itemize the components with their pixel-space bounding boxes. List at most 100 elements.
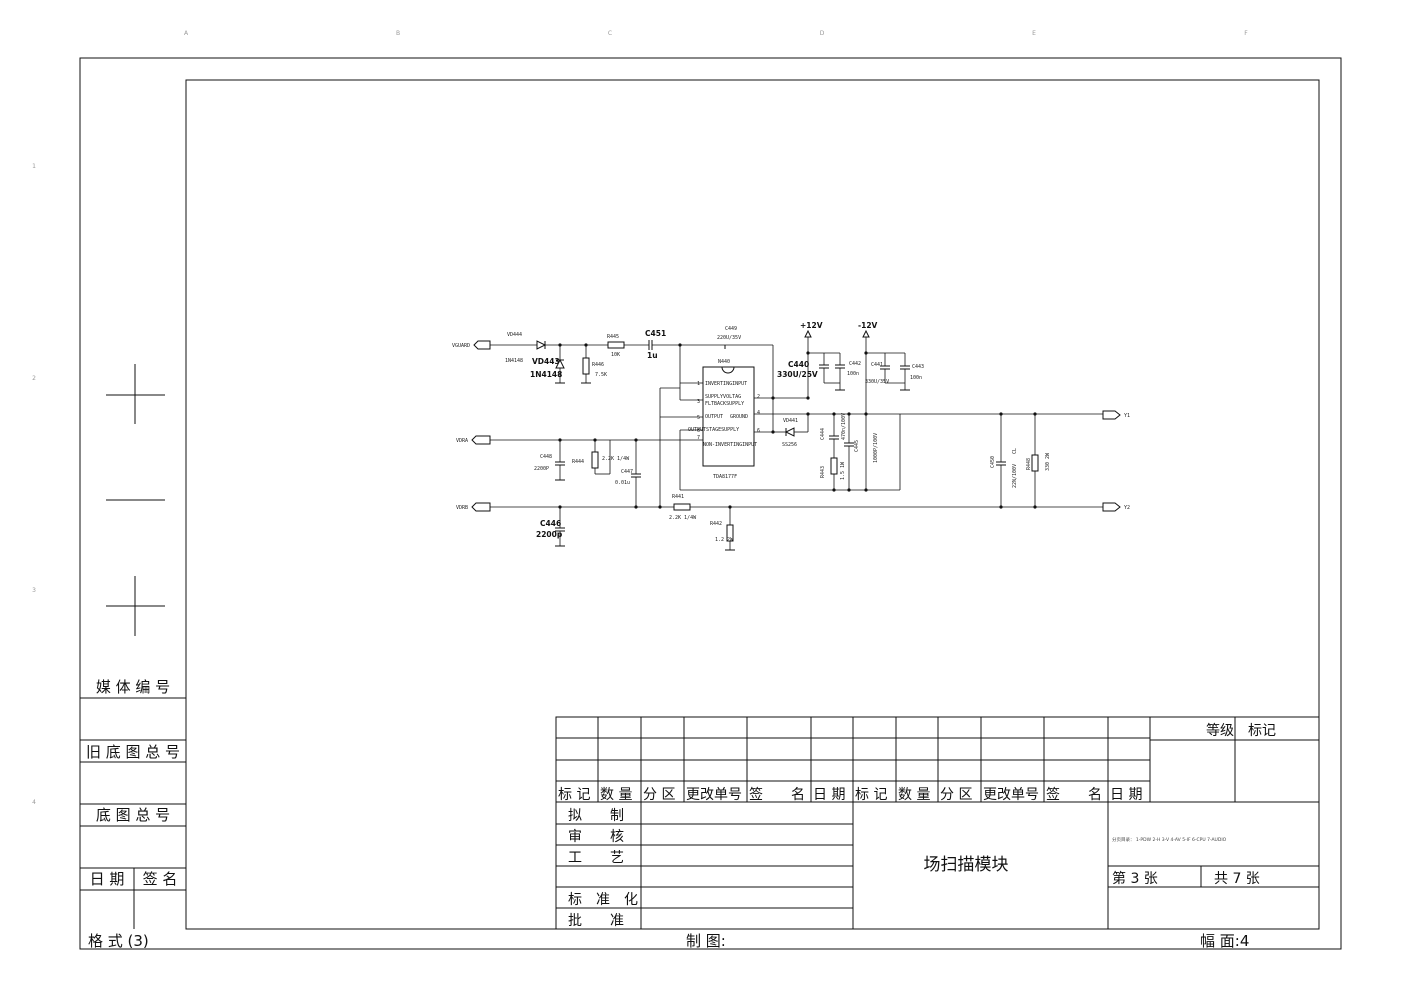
vd441-val: SS256: [782, 442, 797, 448]
grid-row-2: 2: [32, 375, 36, 382]
rev-header-6: 标 记: [855, 787, 887, 803]
size-label: 幅 面:4: [1200, 932, 1249, 950]
r442-val: 1.2 2W: [715, 537, 734, 543]
c448-ref: C448: [540, 454, 552, 460]
rev-header-0: 标 记: [558, 787, 590, 803]
resistor-r441: [673, 503, 691, 511]
resistor-r443: [830, 457, 838, 475]
base-no-label: 底 图 总 号: [96, 806, 170, 824]
r448-ref: R448: [1026, 458, 1032, 470]
pin5-name: OUTPUT: [705, 414, 723, 420]
schematic: VGUARD VDRA VDRB Y1 Y2 VD444 1N4148: [452, 321, 1130, 551]
r444-ref: R444: [572, 459, 584, 465]
vd444-ref: VD444: [507, 332, 522, 338]
pin1-num: 1: [697, 381, 700, 387]
rev-header-2: 分 区: [643, 787, 675, 803]
r445-ref: R445: [607, 334, 619, 340]
role-standard: 标 准 化: [568, 892, 638, 908]
vd443-val: 1N4148: [530, 370, 562, 379]
r443-val: 1.5 1W: [840, 461, 846, 480]
rev-header-4: 签 名: [749, 786, 805, 803]
ic-part: TDA8177F: [713, 474, 737, 480]
rev-header-1: 数 量: [600, 787, 632, 803]
outer-border: [79, 57, 1342, 950]
c450-ref: C450: [990, 456, 996, 468]
grid-row-4: 4: [32, 799, 36, 806]
c450-val: 22N/100V: [1012, 464, 1018, 488]
title-block: 等级 标记 分页目录： 1-PDW 2-H 3-V 4-AV 5-IF 6-CP…: [555, 716, 1320, 930]
grid-row-3: 3: [32, 587, 36, 594]
rail-pos-label: +12V: [800, 321, 823, 330]
c446-ref: C446: [540, 519, 561, 528]
c449-val: 220U/35V: [717, 335, 741, 341]
resistor-r445: [607, 341, 625, 349]
r444-val: 2.2K 1/4W: [602, 456, 630, 462]
sheet-total: 共 7 张: [1214, 871, 1260, 887]
port-y1: Y1: [1102, 410, 1130, 420]
grid-col-e: E: [1032, 30, 1036, 37]
rev-header-10: 签 名: [1046, 786, 1102, 803]
port-y2: Y2: [1102, 502, 1130, 512]
c447-ref: C447: [621, 469, 633, 475]
role-process: 工 艺: [568, 850, 624, 866]
role-review: 审 核: [568, 829, 624, 845]
c449-ref: C449: [725, 326, 737, 332]
vd443-ref: VD443: [532, 357, 560, 366]
media-no-label: 媒 体 编 号: [96, 678, 170, 696]
c451-ref: C451: [645, 329, 666, 338]
c448-val: 2200P: [534, 466, 549, 472]
pin6-num: 6: [697, 428, 700, 434]
pin3-name: FLTBACKSUPPLY: [705, 401, 744, 407]
side-registration-marks: [106, 364, 165, 636]
grid-col-a: A: [184, 30, 189, 37]
old-base-no-label: 旧 底 图 总 号: [86, 743, 180, 761]
c443-val: 100n: [910, 375, 922, 381]
rev-header-7: 数 量: [898, 787, 930, 803]
port-vdra: VDRA: [456, 435, 491, 445]
r443-ref: R443: [820, 466, 826, 478]
format-label: 格 式 (3): [88, 932, 149, 950]
r448-val: 330 2W: [1045, 452, 1051, 471]
footer: 格 式 (3) 制 图: 幅 面:4: [88, 932, 1249, 950]
port-vdra-label: VDRA: [456, 438, 468, 444]
port-vguard-label: VGUARD: [452, 343, 470, 349]
grid-zone-labels: A B C D E F 1 2 3 4: [32, 30, 1248, 806]
pin2-name: SUPPLYVOLTAG: [705, 394, 741, 400]
c440-val: 330U/25V: [777, 370, 818, 379]
pin6-name: OUTPUTSTAGESUPPLY: [688, 427, 739, 433]
diode-vd441: VD441 SS256: [782, 418, 798, 448]
c442-ref: C442: [849, 361, 861, 367]
port-y1-label: Y1: [1124, 413, 1130, 419]
side-date-label: 日 期: [90, 870, 125, 888]
pin4-num: 4: [757, 410, 760, 416]
side-sign-label: 签 名: [143, 870, 178, 888]
rev-header-9: 更改单号: [983, 787, 1039, 803]
rail-plus-12v: +12V: [800, 321, 823, 338]
c446-val: 2200p: [536, 530, 563, 539]
vd441-ref: VD441: [783, 418, 798, 424]
rev-header-3: 更改单号: [686, 787, 742, 803]
pin7-num: 7: [697, 435, 700, 441]
grid-col-d: D: [820, 30, 825, 37]
vd444-val: 1N4148: [505, 358, 523, 364]
ic-ref: N440: [718, 359, 730, 365]
diode-vd443: VD443 1N4148: [530, 357, 565, 379]
rail-neg-label: -12V: [858, 321, 878, 330]
r442-ref: R442: [710, 521, 722, 527]
pin3-num: 3: [697, 399, 700, 405]
catalog-note: 分页目录： 1-PDW 2-H 3-V 4-AV 5-IF 6-CPU 7-AU…: [1112, 836, 1227, 843]
r441-ref: R441: [672, 494, 684, 500]
port-vdrb: VDRB: [456, 502, 491, 512]
c441-ref: C441: [871, 362, 883, 368]
role-draft: 拟 制: [568, 808, 624, 824]
c441-val: 330U/35V: [865, 379, 889, 385]
pin1-name: INVERTINGINPUT: [705, 381, 747, 387]
r445-val: 10K: [611, 352, 620, 358]
c451-val: 1u: [647, 351, 658, 360]
pin6-num-right: 6: [757, 428, 760, 434]
port-vguard: VGUARD: [452, 340, 491, 350]
mark-label: 标记: [1248, 723, 1276, 739]
c444-val: 470n/100V: [841, 413, 847, 440]
c442-val: 100n: [847, 371, 859, 377]
